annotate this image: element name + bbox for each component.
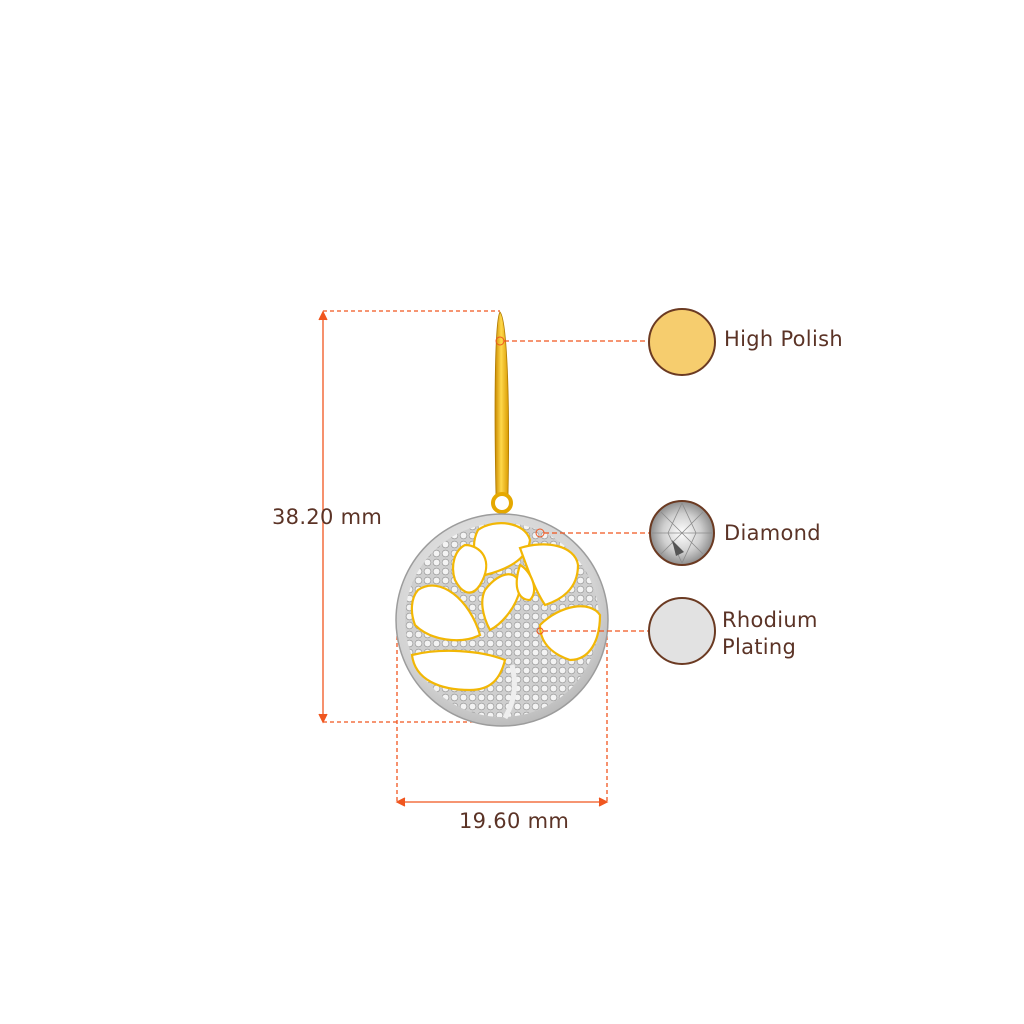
material-label-rhodium-line2: Plating (722, 635, 797, 659)
material-label-high-polish: High Polish (724, 327, 843, 351)
material-label-diamond: Diamond (724, 521, 821, 545)
height-label: 38.20 mm (272, 505, 383, 529)
leader-lines (504, 340, 649, 632)
width-label: 19.60 mm (459, 809, 570, 833)
material-label-rhodium: Rhodium Plating (722, 607, 818, 661)
material-label-rhodium-line1: Rhodium (722, 608, 818, 632)
pendant-image (395, 311, 609, 727)
jump-ring (491, 492, 513, 514)
height-dimension (318, 310, 512, 724)
width-dimension (395, 615, 609, 807)
diamond-swatch-icon (649, 500, 715, 566)
gold-swatch-icon (648, 308, 716, 376)
bail (494, 311, 510, 496)
rhodium-swatch-icon (648, 597, 716, 665)
